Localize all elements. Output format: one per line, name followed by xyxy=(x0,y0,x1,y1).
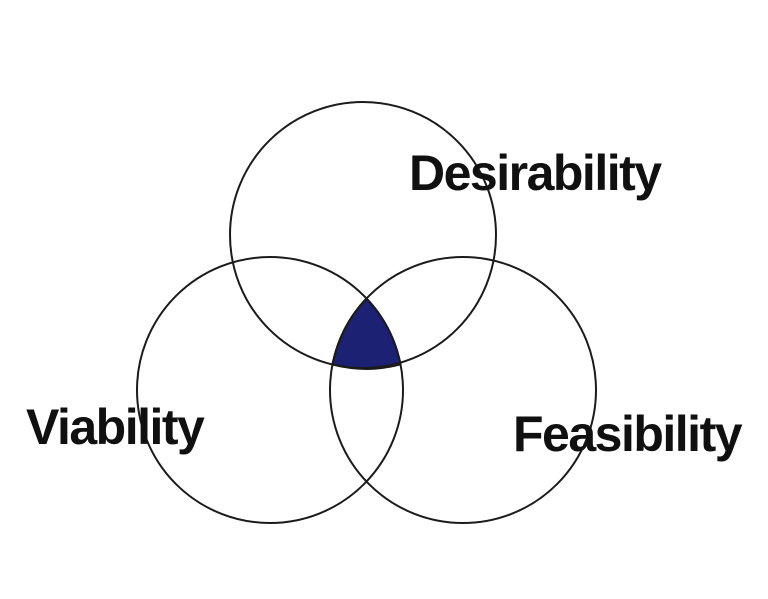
viability-circle xyxy=(136,256,404,524)
desirability-label: Desirability xyxy=(409,145,662,201)
viability-label: Viability xyxy=(26,399,205,455)
desirability-circle xyxy=(229,101,497,369)
feasibility-label: Feasibility xyxy=(513,406,743,462)
feasibility-circle xyxy=(329,256,597,524)
